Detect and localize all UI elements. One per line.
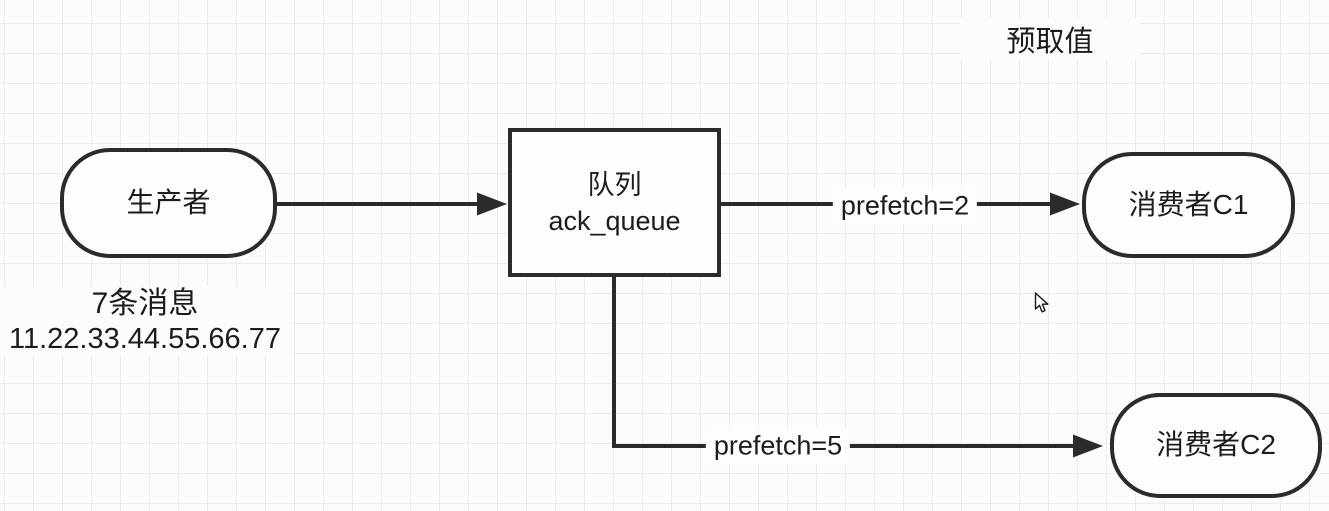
edge-queue-to-consumer2[interactable] — [612, 277, 1103, 458]
edge-producer-to-queue[interactable] — [277, 192, 507, 216]
node-queue-label-line1: 队列 — [587, 169, 642, 200]
producer-note[interactable]: 7条消息 11.22.33.44.55.66.77 — [0, 286, 290, 356]
node-queue-label-line2: ack_queue — [548, 205, 681, 236]
arrowhead-icon — [1050, 192, 1080, 216]
node-queue[interactable]: 队列 ack_queue — [508, 128, 721, 277]
edge-label-prefetch-5[interactable]: prefetch=5 — [705, 428, 851, 464]
node-producer[interactable]: 生产者 — [60, 148, 277, 258]
edge-label-prefetch-2[interactable]: prefetch=2 — [832, 188, 978, 224]
producer-note-messages: 11.22.33.44.55.66.77 — [9, 323, 281, 355]
node-consumer2[interactable]: 消费者C2 — [1110, 393, 1322, 498]
prefetch-value-title[interactable]: 预取值 — [960, 18, 1140, 60]
node-consumer1-label: 消费者C1 — [1128, 188, 1249, 220]
producer-note-count: 7条消息 — [91, 287, 199, 320]
node-consumer1[interactable]: 消费者C1 — [1082, 152, 1295, 258]
arrowhead-icon — [1073, 434, 1103, 458]
node-consumer2-label: 消费者C2 — [1156, 429, 1276, 461]
arrowhead-icon — [477, 192, 507, 216]
node-producer-label: 生产者 — [126, 186, 211, 218]
mouse-pointer-icon — [1034, 292, 1049, 313]
